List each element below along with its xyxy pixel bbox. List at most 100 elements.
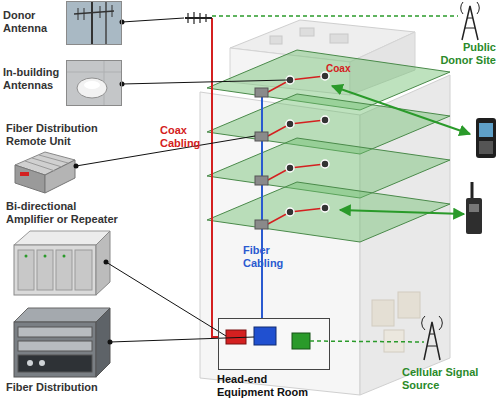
fiber-shelf: [18, 341, 92, 351]
radio-display: [469, 204, 479, 212]
fiber-rack-art: [14, 322, 96, 377]
cable-label: Coax Cabling: [160, 124, 206, 150]
yagi-boom: [74, 11, 114, 14]
lobby-block: [372, 300, 394, 326]
tower-icon: [462, 6, 478, 40]
phone-screen: [479, 123, 493, 137]
amplifier-art: [96, 231, 110, 295]
fiber-rack-art: [14, 308, 110, 322]
fiber-shelf: [18, 327, 92, 337]
mast: [105, 1, 107, 45]
leader-dot: [120, 82, 125, 87]
ceiling-grid: [66, 72, 122, 73]
remote-unit: [255, 176, 268, 185]
yagi-element: [100, 6, 101, 18]
amplifier-module: [75, 250, 92, 290]
mast: [91, 1, 93, 45]
base-station-box: [292, 333, 310, 349]
remote-unit-art: [45, 160, 75, 193]
leader-line: [122, 80, 287, 84]
photo: [66, 1, 122, 45]
yagi-element: [199, 13, 200, 23]
tower-icon: [429, 334, 435, 335]
yagi-element: [187, 13, 188, 23]
room-floor: [218, 318, 330, 370]
ceiling-antenna: [321, 160, 329, 168]
leader-dot: [108, 340, 113, 345]
photo-callout: Donor Antenna: [66, 1, 122, 45]
lobby-block: [384, 330, 404, 352]
equipment-callout: Fiber Distribution: [6, 305, 116, 397]
ceiling-antenna: [286, 164, 294, 172]
signal-arc: [461, 2, 463, 14]
callout-label: Head-end Equipment Room: [217, 373, 317, 399]
ceiling-antenna: [286, 120, 294, 128]
rooftop-unit: [270, 36, 282, 44]
callout-label: Fiber Distribution Remote Unit: [6, 122, 106, 148]
status-led: [25, 255, 28, 258]
yagi-boom: [185, 17, 212, 19]
ceiling-antenna: [321, 116, 329, 124]
callout-label: Bi-directional Amplifier or Repeater: [6, 200, 124, 226]
ceiling-antenna: [321, 204, 329, 212]
equipment-callout: Bi-directional Amplifier or Repeater: [6, 200, 124, 298]
leader-dot: [74, 164, 79, 169]
remote-unit-art: [15, 165, 45, 193]
equipment-room: Head-end Equipment Room: [218, 318, 330, 370]
photo: [66, 60, 122, 106]
remote-unit: [255, 132, 268, 141]
cable-label: Coax: [326, 62, 366, 75]
site-label: Public Donor Site: [430, 41, 496, 67]
cable-label: Fiber Cabling: [243, 244, 289, 270]
site-label: Cellular Signal Source: [402, 366, 488, 392]
yagi-element: [112, 5, 113, 17]
status-led: [63, 255, 66, 258]
callout-label: Donor Antenna: [3, 9, 65, 35]
remote-unit: [255, 88, 268, 97]
amplifier-module: [37, 250, 53, 290]
equipment-callout: Fiber Distribution Remote Unit: [6, 122, 106, 196]
status-strip: [20, 172, 29, 176]
heat-fin: [32, 158, 62, 167]
signal-arc: [422, 316, 425, 330]
source-link: [310, 341, 424, 342]
radio-link: [340, 210, 464, 214]
amplifier-module: [56, 250, 72, 290]
status-led: [44, 255, 47, 258]
coax-riser: [212, 18, 226, 337]
fiber-headend-box: [254, 327, 276, 345]
photo-callout: In-building Antennas: [66, 60, 122, 106]
coax-run: [268, 120, 325, 136]
leader-dot: [104, 260, 109, 265]
lobby-block: [398, 292, 420, 318]
yagi-element: [84, 8, 85, 20]
leader-line: [110, 337, 254, 342]
tower-icon: [427, 346, 437, 347]
rooftop-unit: [330, 34, 348, 43]
leader-line: [122, 18, 184, 22]
remote-unit: [255, 220, 268, 229]
leader-line: [106, 262, 226, 336]
dome-antenna: [77, 78, 107, 98]
donor-link: [212, 15, 458, 17]
yagi-element: [78, 8, 79, 20]
yagi-element: [205, 14, 206, 22]
leader-dot: [120, 20, 125, 25]
fiber-port: [27, 360, 33, 366]
amplifier-art: [14, 245, 96, 295]
tower-icon: [424, 322, 440, 360]
coax-run: [268, 164, 325, 180]
callout-label: Fiber Distribution: [6, 381, 116, 394]
amplifier-art: [14, 231, 110, 245]
dome-highlight: [84, 81, 100, 89]
radio-antenna: [471, 182, 474, 198]
phone-icon: [476, 118, 496, 158]
ceiling-antenna: [286, 76, 294, 84]
fiber-port: [39, 360, 45, 366]
signal-arc: [477, 2, 479, 14]
heat-fin: [39, 155, 68, 163]
tower-icon: [467, 18, 473, 19]
